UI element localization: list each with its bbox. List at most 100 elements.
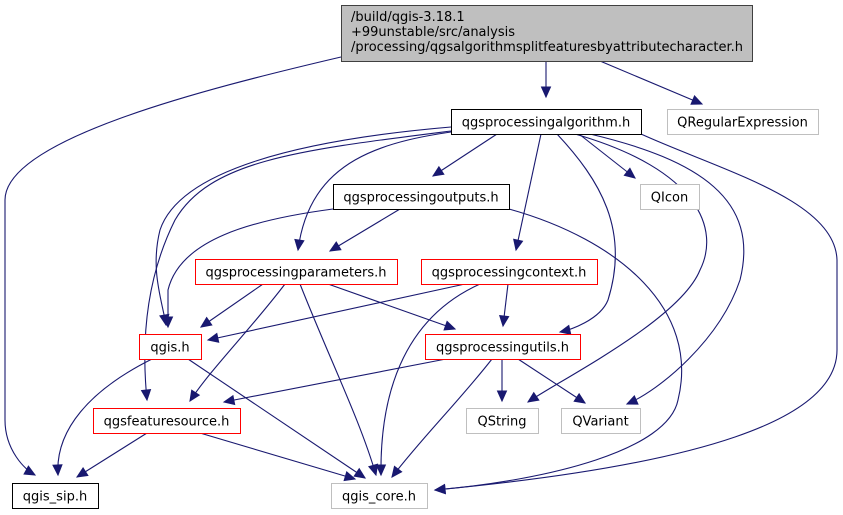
arrowhead-icon bbox=[206, 332, 220, 343]
edge-line bbox=[223, 358, 447, 403]
edge-qgis-to-qgis_core bbox=[187, 358, 367, 479]
node-outputs[interactable]: qgsprocessingoutputs.h bbox=[333, 184, 510, 210]
node-label: QVariant bbox=[572, 415, 628, 430]
edge-parameters-to-qgis bbox=[199, 283, 264, 328]
edge-outputs-to-parameters bbox=[328, 208, 401, 252]
node-qgis_core[interactable]: qgis_core.h bbox=[331, 483, 428, 509]
arrowhead-icon bbox=[189, 389, 201, 403]
node-label: qgsprocessingcontext.h bbox=[432, 266, 587, 281]
node-box[interactable] bbox=[640, 184, 700, 210]
arrowhead-icon bbox=[558, 324, 572, 335]
edge-context-to-utils bbox=[499, 283, 510, 328]
edge-line bbox=[599, 60, 703, 105]
node-box[interactable] bbox=[466, 408, 539, 434]
node-box[interactable] bbox=[561, 408, 641, 434]
edge-algorithm-to-parameters bbox=[294, 128, 475, 252]
node-box[interactable] bbox=[195, 259, 398, 285]
node-qvariant[interactable]: QVariant bbox=[561, 408, 641, 434]
edge-line bbox=[391, 358, 493, 478]
edge-utils-to-qvariant bbox=[517, 358, 587, 404]
node-label: qgsprocessingparameters.h bbox=[205, 266, 386, 281]
edge-featuresource-to-qgis_sip bbox=[75, 432, 148, 478]
node-label: /build/qgis-3.18.1 bbox=[351, 10, 465, 25]
node-root[interactable]: /build/qgis-3.18.1+99unstable/src/analys… bbox=[341, 5, 753, 62]
node-qregexp[interactable]: QRegularExpression bbox=[667, 109, 819, 135]
node-context[interactable]: qgsprocessingcontext.h bbox=[421, 259, 598, 285]
node-parameters[interactable]: qgsprocessingparameters.h bbox=[195, 259, 398, 285]
nodes-layer: /build/qgis-3.18.1+99unstable/src/analys… bbox=[12, 5, 819, 509]
edge-line bbox=[189, 283, 286, 402]
edge-parameters-to-utils bbox=[327, 283, 457, 331]
arrowhead-icon bbox=[140, 389, 152, 402]
edge-line bbox=[589, 133, 745, 405]
node-label: qgis_sip.h bbox=[23, 490, 87, 505]
edge-qgis-to-qgis_sip bbox=[52, 358, 153, 477]
edge-line bbox=[4, 56, 342, 476]
node-algorithm[interactable]: qgsprocessingalgorithm.h bbox=[451, 109, 642, 135]
node-label: qgis_core.h bbox=[342, 490, 416, 505]
arrowhead-icon bbox=[443, 320, 457, 331]
arrowhead-icon bbox=[391, 465, 403, 478]
edges-layer bbox=[4, 56, 838, 495]
arrowhead-icon bbox=[375, 464, 387, 477]
node-box[interactable] bbox=[421, 259, 598, 285]
node-qgis[interactable]: qgis.h bbox=[139, 334, 202, 360]
arrowhead-icon bbox=[199, 316, 213, 328]
edge-line bbox=[434, 133, 838, 491]
node-box[interactable] bbox=[12, 483, 99, 509]
node-box[interactable] bbox=[341, 5, 753, 62]
edge-utils-to-qstring bbox=[496, 359, 508, 403]
edge-line bbox=[155, 126, 452, 326]
edge-outputs-to-qgis bbox=[162, 208, 334, 329]
edge-line bbox=[517, 358, 586, 404]
arrowhead-icon bbox=[343, 470, 357, 482]
node-qgis_sip[interactable]: qgis_sip.h bbox=[12, 483, 99, 509]
edge-line bbox=[578, 133, 636, 179]
edge-line bbox=[515, 133, 542, 251]
arrowhead-icon bbox=[623, 167, 636, 179]
edge-algorithm-to-utils bbox=[556, 133, 616, 335]
edge-line bbox=[556, 133, 616, 333]
edge-algorithm-to-qvariant bbox=[589, 133, 745, 405]
edge-line bbox=[167, 208, 334, 327]
arrowhead-icon bbox=[431, 165, 445, 177]
node-box[interactable] bbox=[667, 109, 819, 135]
arrowhead-icon bbox=[433, 483, 446, 495]
node-qstring[interactable]: QString bbox=[466, 408, 539, 434]
edge-algorithm-to-outputs bbox=[431, 133, 498, 177]
arrowhead-icon bbox=[625, 394, 639, 405]
node-label: qgsprocessingoutputs.h bbox=[343, 191, 498, 206]
arrowhead-icon bbox=[222, 394, 236, 406]
edge-line bbox=[527, 133, 708, 403]
edge-line bbox=[380, 283, 481, 476]
node-label: qgsprocessingutils.h bbox=[436, 341, 569, 356]
node-box[interactable] bbox=[331, 483, 428, 509]
node-box[interactable] bbox=[139, 334, 202, 360]
edge-parameters-to-featuresource bbox=[189, 283, 286, 403]
edge-root-to-qregexp bbox=[599, 60, 704, 105]
arrowhead-icon bbox=[23, 465, 37, 476]
arrowhead-icon bbox=[367, 463, 379, 477]
arrowhead-icon bbox=[52, 464, 63, 477]
arrowhead-icon bbox=[690, 95, 704, 105]
arrowhead-icon bbox=[496, 390, 508, 403]
node-utils[interactable]: qgsprocessingutils.h bbox=[425, 334, 581, 360]
arrowhead-icon bbox=[540, 86, 552, 99]
edge-algorithm-to-featuresource bbox=[140, 130, 452, 402]
arrowhead-icon bbox=[499, 314, 510, 328]
node-label: qgsfeaturesource.h bbox=[104, 415, 230, 430]
node-box[interactable] bbox=[451, 109, 642, 135]
node-qicon[interactable]: QIcon bbox=[640, 184, 700, 210]
arrowhead-icon bbox=[513, 238, 524, 252]
edge-line bbox=[144, 130, 452, 401]
arrowhead-icon bbox=[294, 238, 305, 252]
edge-algorithm-to-context bbox=[513, 133, 542, 252]
node-box[interactable] bbox=[333, 184, 510, 210]
edge-line bbox=[327, 283, 456, 330]
node-featuresource[interactable]: qgsfeaturesource.h bbox=[93, 408, 241, 434]
edge-line bbox=[76, 432, 148, 478]
node-box[interactable] bbox=[93, 408, 241, 434]
arrowhead-icon bbox=[573, 392, 587, 404]
node-box[interactable] bbox=[425, 334, 581, 360]
